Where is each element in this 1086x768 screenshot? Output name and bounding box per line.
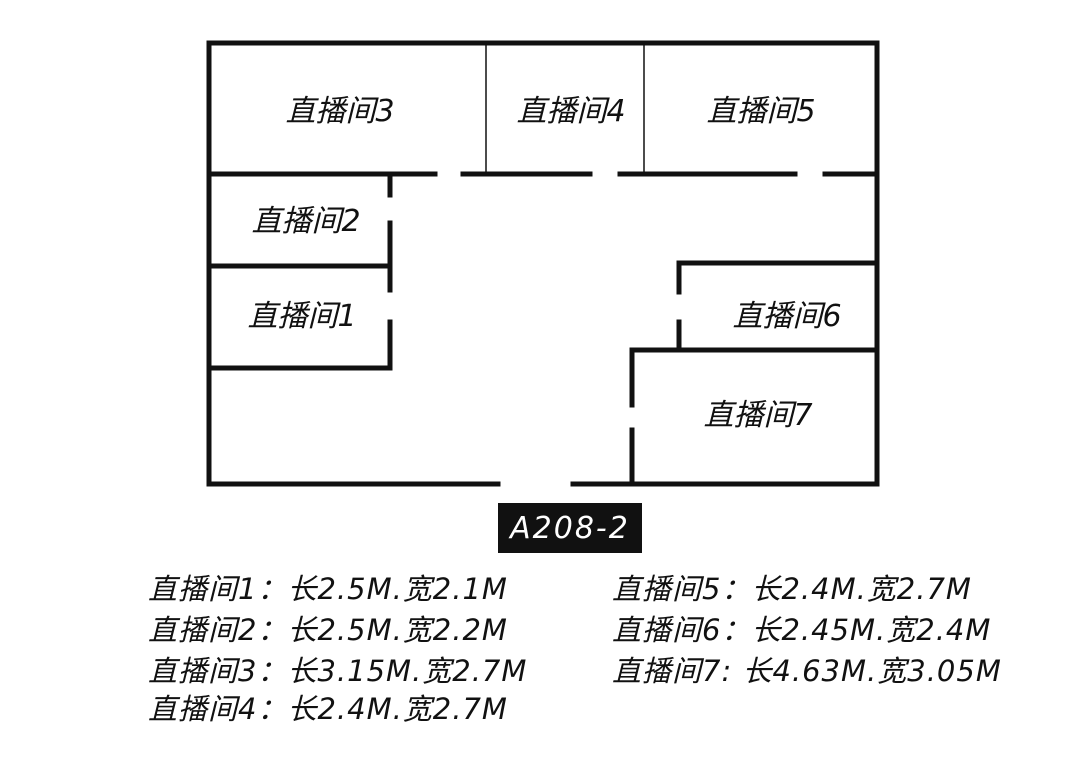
thin-dividers xyxy=(485,43,645,174)
dimension-room-2: 直播间2：长2.5M.宽2.2M xyxy=(148,613,508,647)
room-label-4: 直播间4 xyxy=(516,94,625,129)
dimension-room-5: 直播间5：长2.4M.宽2.7M xyxy=(612,572,972,606)
room-label-7: 直播间7 xyxy=(703,398,812,433)
plan-id-badge: A208-2 xyxy=(498,503,642,553)
walls xyxy=(206,40,880,487)
room-label-2: 直播间2 xyxy=(251,204,360,239)
dimension-room-3: 直播间3：长3.15M.宽2.7M xyxy=(148,654,528,688)
room-label-3: 直播间3 xyxy=(285,94,394,129)
room-label-1: 直播间1 xyxy=(247,299,356,334)
dimension-room-6: 直播间6：长2.45M.宽2.4M xyxy=(612,613,992,647)
room-labels: 直播间3 直播间4 直播间5 直播间2 直播间1 直播间6 直播间7 xyxy=(247,94,841,433)
room-label-6: 直播间6 xyxy=(732,299,841,334)
dimension-room-7: 直播间7: 长4.63M.宽3.05M xyxy=(612,654,1002,688)
dimension-room-4: 直播间4：长2.4M.宽2.7M xyxy=(148,692,508,726)
room-label-5: 直播间5 xyxy=(706,94,815,129)
dimension-room-1: 直播间1：长2.5M.宽2.1M xyxy=(148,572,508,606)
